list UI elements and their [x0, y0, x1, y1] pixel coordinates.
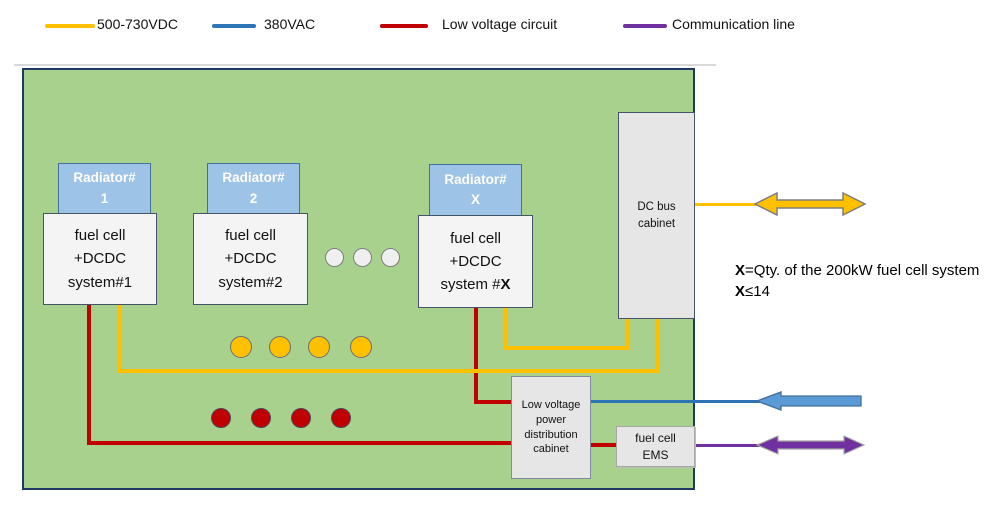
radiator-2-box: Radiator# 2 — [207, 163, 300, 214]
legend-label-ac: 380VAC — [264, 16, 316, 32]
wire-red-sys1-down — [87, 305, 91, 445]
fuel-cell-system-2-box: fuel cell +DCDC system#2 — [193, 213, 308, 305]
wire-dc-output — [694, 203, 757, 206]
lv-cabinet-line4: cabinet — [533, 443, 569, 456]
quantity-note-line2: X≤14 — [735, 282, 770, 300]
ellipsis-dot-white — [381, 248, 400, 267]
communication-bidirectional-arrow-icon — [756, 435, 866, 455]
ellipsis-dot-white — [325, 248, 344, 267]
wire-red-lv-to-ems — [590, 443, 618, 447]
legend-line-ac-icon — [212, 24, 256, 28]
system-2-line2: +DCDC — [224, 250, 277, 268]
system-1-line2: +DCDC — [73, 250, 127, 268]
radiator-x-number: X — [470, 192, 480, 207]
system-x-line1: fuel cell — [450, 229, 501, 247]
system-x-line3: system #X — [440, 276, 511, 294]
system-1-line3: system#1 — [67, 273, 133, 291]
top-divider — [14, 64, 716, 66]
wire-dc-bus — [118, 369, 659, 373]
system-2-line1: fuel cell — [225, 227, 276, 245]
radiator-1-label: Radiator# — [73, 170, 136, 186]
ellipsis-dot-red — [251, 408, 271, 428]
ems-line2: EMS — [642, 447, 669, 462]
legend-label-dc: 500-730VDC — [97, 16, 178, 32]
quantity-note: X=Qty. of the 200kW fuel cell system X≤1… — [735, 261, 979, 302]
ellipsis-dot-red — [291, 408, 311, 428]
ellipsis-dot-red — [211, 408, 231, 428]
system-2-line3: system#2 — [218, 273, 283, 291]
radiator-1-number: 1 — [100, 190, 109, 206]
fuel-cell-system-x-box: fuel cell +DCDC system #X — [418, 215, 533, 308]
system-x-line2: +DCDC — [449, 252, 502, 270]
wire-dc-bus-riser — [655, 319, 659, 373]
lv-cabinet-line3: distribution — [524, 428, 578, 441]
fuel-cell-system-1-box: fuel cell +DCDC system#1 — [43, 213, 157, 305]
ac-input-arrow-icon — [756, 391, 862, 411]
radiator-2-number: 2 — [249, 190, 258, 206]
wire-dc-sysx-down — [503, 308, 507, 350]
legend-line-lv-icon — [380, 24, 428, 28]
ems-line1: fuel cell — [635, 431, 676, 446]
fuel-cell-ems-box: fuel cell EMS — [616, 426, 695, 467]
ellipsis-dot-yellow — [230, 336, 252, 358]
wire-dc-sysx-riser — [626, 319, 630, 350]
legend-label-comm: Communication line — [672, 16, 795, 32]
low-voltage-cabinet-box: Low voltage power distribution cabinet — [511, 376, 591, 479]
legend-line-dc-icon — [45, 24, 95, 28]
radiator-1-box: Radiator# 1 — [58, 163, 151, 214]
wire-red-sysx-down — [474, 308, 478, 404]
system-1-line1: fuel cell — [74, 227, 126, 245]
dc-bus-line2: cabinet — [637, 217, 676, 230]
wire-dc-sys1-down — [118, 305, 122, 373]
dc-bus-cabinet-box: DC bus cabinet — [618, 112, 695, 319]
dc-bus-line1: DC bus — [637, 201, 676, 214]
wire-red-sysx-to-lv — [474, 400, 514, 404]
ellipsis-dot-yellow — [269, 336, 291, 358]
wire-dc-sysx-run — [503, 346, 630, 350]
wire-red-bus — [87, 441, 513, 445]
legend-label-lv: Low voltage circuit — [442, 16, 558, 32]
radiator-2-label: Radiator# — [222, 170, 285, 186]
ellipsis-dot-yellow — [350, 336, 372, 358]
wire-comm — [694, 444, 760, 447]
ellipsis-dot-red — [331, 408, 351, 428]
lv-cabinet-line2: power — [536, 413, 566, 426]
lv-cabinet-line1: Low voltage — [521, 398, 581, 411]
quantity-note-line1: X=Qty. of the 200kW fuel cell system — [735, 262, 980, 279]
ellipsis-dot-yellow — [308, 336, 330, 358]
ellipsis-dot-white — [353, 248, 372, 267]
radiator-x-box: Radiator# X — [429, 164, 522, 216]
legend-line-comm-icon — [623, 24, 667, 28]
radiator-x-label: Radiator# — [444, 171, 507, 187]
wire-ac-input — [590, 400, 760, 403]
dc-bidirectional-arrow-icon — [753, 191, 867, 217]
